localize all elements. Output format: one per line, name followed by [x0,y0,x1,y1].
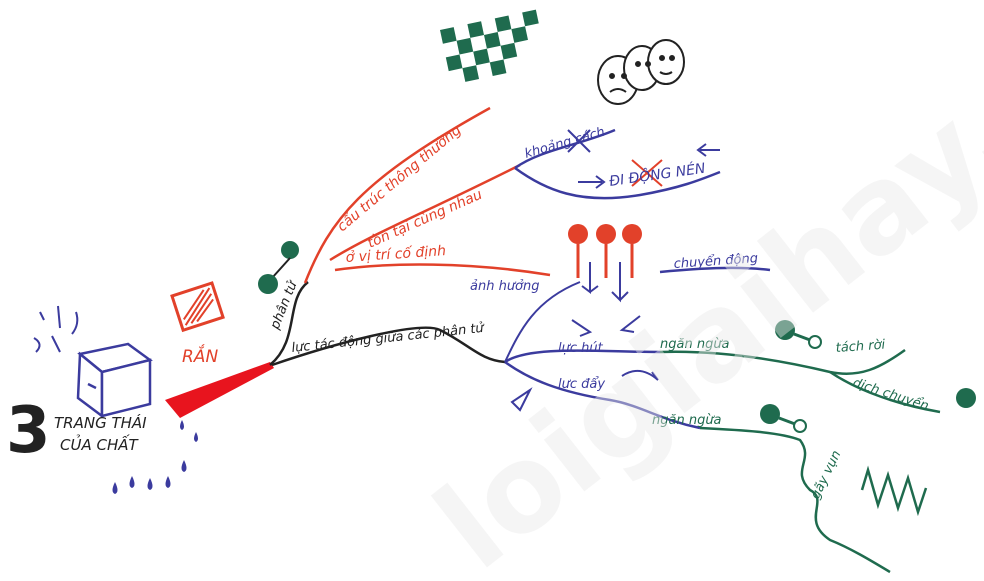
label-tach-roi: tách rời [835,338,886,356]
branch-cau-truc [303,106,491,284]
branch-ton-tai [329,163,521,262]
branch-o-vi-tri [334,263,551,277]
label-ngan-ngua-1: ngăn ngừa [660,337,730,352]
dumbbell-icon-3 [956,388,976,408]
label-anh-huong: ảnh hưởng [470,279,540,294]
cross-mark-2 [631,159,663,187]
molecule-pins-icon [568,224,642,278]
arrows-icon [510,143,720,412]
branch-luc-tac-dong [271,326,506,367]
central-wedge [165,362,274,418]
cross-mark-1 [567,129,591,153]
label-ngan-ngua-2: ngăn ngừa [652,413,722,428]
box-icon [76,342,153,419]
branch-luc-hut [504,349,661,364]
branch-gay-vun [699,426,891,574]
title-line2: CỦA CHẤT [60,433,139,454]
branch-luc-day [504,360,701,430]
title-number: 3 [6,394,51,468]
label-luc-tac-dong: lực tác động giữa các phân tử [291,321,486,356]
zigzag-icon [860,465,928,517]
label-gay-vun: gãy vụn [808,448,844,502]
branch-tach-roi [659,348,906,375]
pin-icon [258,241,299,294]
branch-phan-tu [269,281,309,366]
label-luc-hut: lực hút [558,341,604,356]
faces-icon [597,39,685,105]
checkerboard-icon [440,9,539,82]
solid-label: RẮN [182,343,218,367]
branch-di-dong-nen [514,166,721,200]
label-chuyen-dong: chuyển động [673,251,758,272]
drips-icon [112,420,198,494]
branch-khoang-cach [514,128,616,170]
label-luc-day: lực đẩy [558,377,605,392]
label-khoang-cach: khoảng cách [523,125,607,162]
dumbbell-icon-2 [760,404,807,433]
dumbbell-icon-1 [775,320,822,349]
label-o-vi-tri: ở vị trí cố định [345,242,446,266]
label-dich-chuyen: dịch chuyển [851,376,931,415]
branch-dich-chuyen [829,370,941,414]
evaporation-marks-icon [33,305,79,353]
solid-block-icon [170,281,225,333]
branch-anh-huong [504,281,581,363]
title-line1: TRANG THÁI [54,413,147,432]
branch-chuyen-dong [659,266,771,274]
